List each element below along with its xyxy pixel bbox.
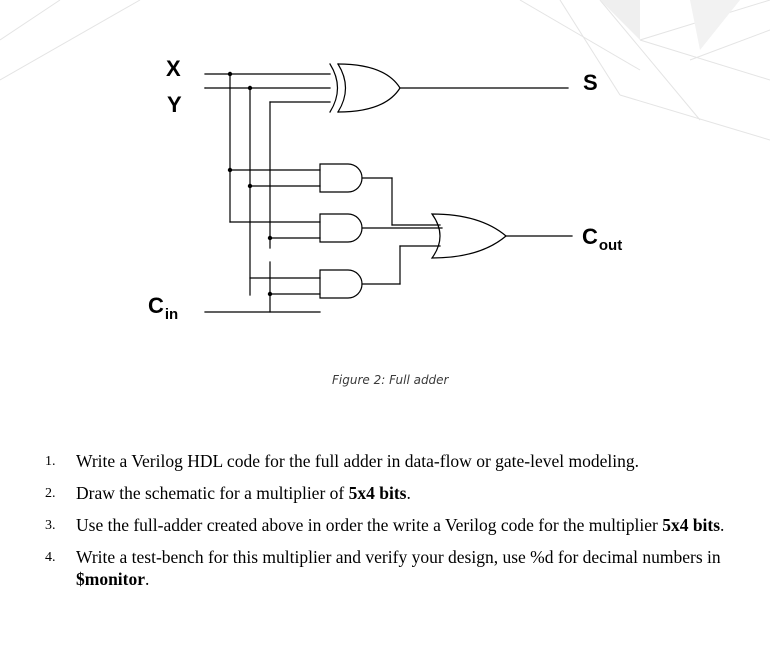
output-label-cout-sub: out — [598, 237, 623, 254]
task-text-bold: 5x4 bits — [348, 483, 407, 503]
output-label-cout: Cout — [582, 224, 622, 254]
task-text-main: Write a test-bench for this multiplier a… — [76, 547, 721, 567]
task-text-main: Write a Verilog HDL code for the full ad… — [76, 451, 639, 471]
output-label-s: S — [583, 70, 598, 95]
task-text: Write a test-bench for this multiplier a… — [76, 547, 721, 589]
xor-gate — [329, 63, 339, 113]
task-text-end: . — [145, 569, 150, 589]
figure-caption: Figure 2: Full adder — [332, 373, 449, 387]
task-text-main: Draw the schematic for a multiplier of — [76, 483, 349, 503]
task-text: Draw the schematic for a multiplier of 5… — [76, 483, 411, 503]
task-text-bold: $monitor — [76, 569, 146, 589]
task-item: 3. Use the full-adder created above in o… — [38, 514, 750, 536]
task-number: 3. — [45, 518, 56, 533]
task-number: 1. — [45, 454, 56, 469]
signal-label-cin-main: C — [148, 293, 164, 318]
and-gate-3 — [319, 269, 363, 299]
task-text-end: . — [720, 515, 725, 535]
signal-label-y: Y — [167, 92, 182, 117]
task-text-end: . — [406, 483, 411, 503]
task-text: Use the full-adder created above in orde… — [76, 515, 724, 535]
signal-label-cin-sub: in — [164, 306, 179, 323]
and-gate-2 — [319, 213, 363, 243]
task-text-main: Use the full-adder created above in orde… — [76, 515, 663, 535]
or-gate — [430, 213, 507, 259]
output-label-cout-main: C — [582, 224, 598, 249]
signal-label-cin: Cin — [148, 293, 178, 323]
task-number: 2. — [45, 486, 56, 501]
task-number: 4. — [45, 550, 56, 565]
task-list: 1. Write a Verilog HDL code for the full… — [38, 450, 750, 600]
task-item: 2. Draw the schematic for a multiplier o… — [38, 482, 750, 504]
task-item: 1. Write a Verilog HDL code for the full… — [38, 450, 750, 472]
and-gate-1 — [319, 163, 363, 193]
task-text: Write a Verilog HDL code for the full ad… — [76, 451, 639, 471]
signal-label-x: X — [166, 56, 181, 81]
task-item: 4. Write a test-bench for this multiplie… — [38, 546, 750, 590]
task-text-bold: 5x4 bits — [662, 515, 721, 535]
